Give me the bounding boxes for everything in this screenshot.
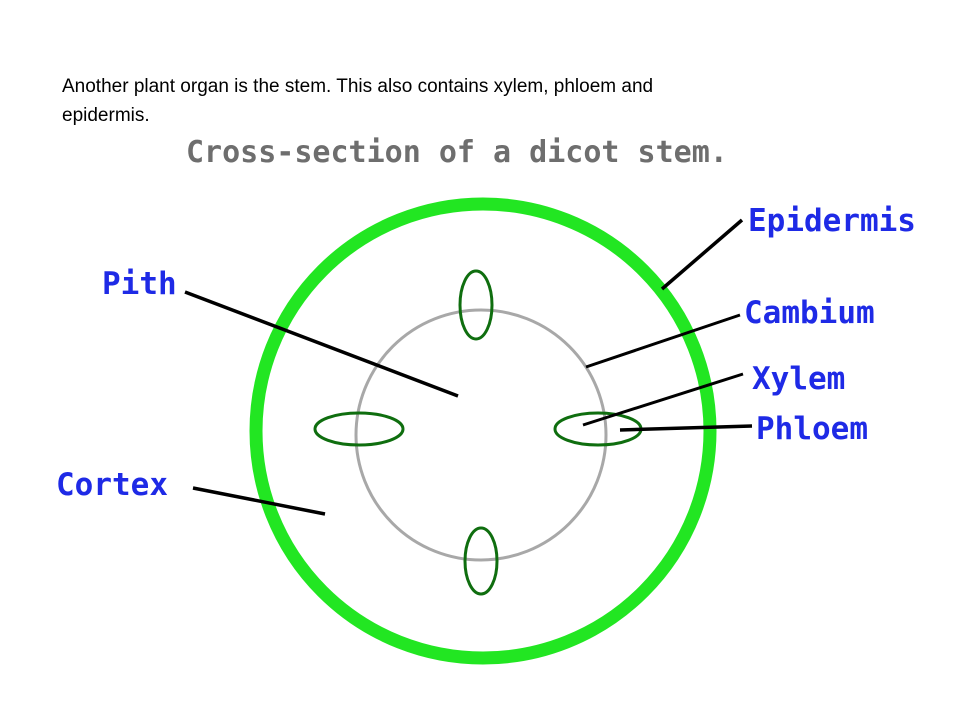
pith-leader-line xyxy=(184,290,459,398)
epidermis-leader-line xyxy=(660,218,744,291)
vascular-bundle-left xyxy=(313,411,405,447)
caption-line-2: epidermis. xyxy=(62,105,150,126)
phloem-leader-line xyxy=(619,424,753,432)
xylem-leader-line xyxy=(582,372,744,427)
vascular-bundle-top xyxy=(458,269,494,341)
vascular-bundle-bottom xyxy=(463,526,499,596)
cambium-leader-line xyxy=(585,313,741,369)
label-cortex: Cortex xyxy=(56,467,168,503)
diagram-title: Cross-section of a dicot stem. xyxy=(186,135,728,170)
cortex-leader-line xyxy=(192,486,326,516)
epidermis-ring xyxy=(249,197,717,665)
label-phloem: Phloem xyxy=(756,411,868,447)
label-cambium: Cambium xyxy=(744,295,875,331)
label-xylem: Xylem xyxy=(752,361,845,397)
caption: Another plant organ is the stem. This al… xyxy=(62,72,842,130)
label-epidermis: Epidermis xyxy=(748,203,916,239)
caption-line-1: Another plant organ is the stem. This al… xyxy=(62,76,654,97)
label-pith: Pith xyxy=(102,266,177,302)
cambium-ring xyxy=(354,308,608,562)
